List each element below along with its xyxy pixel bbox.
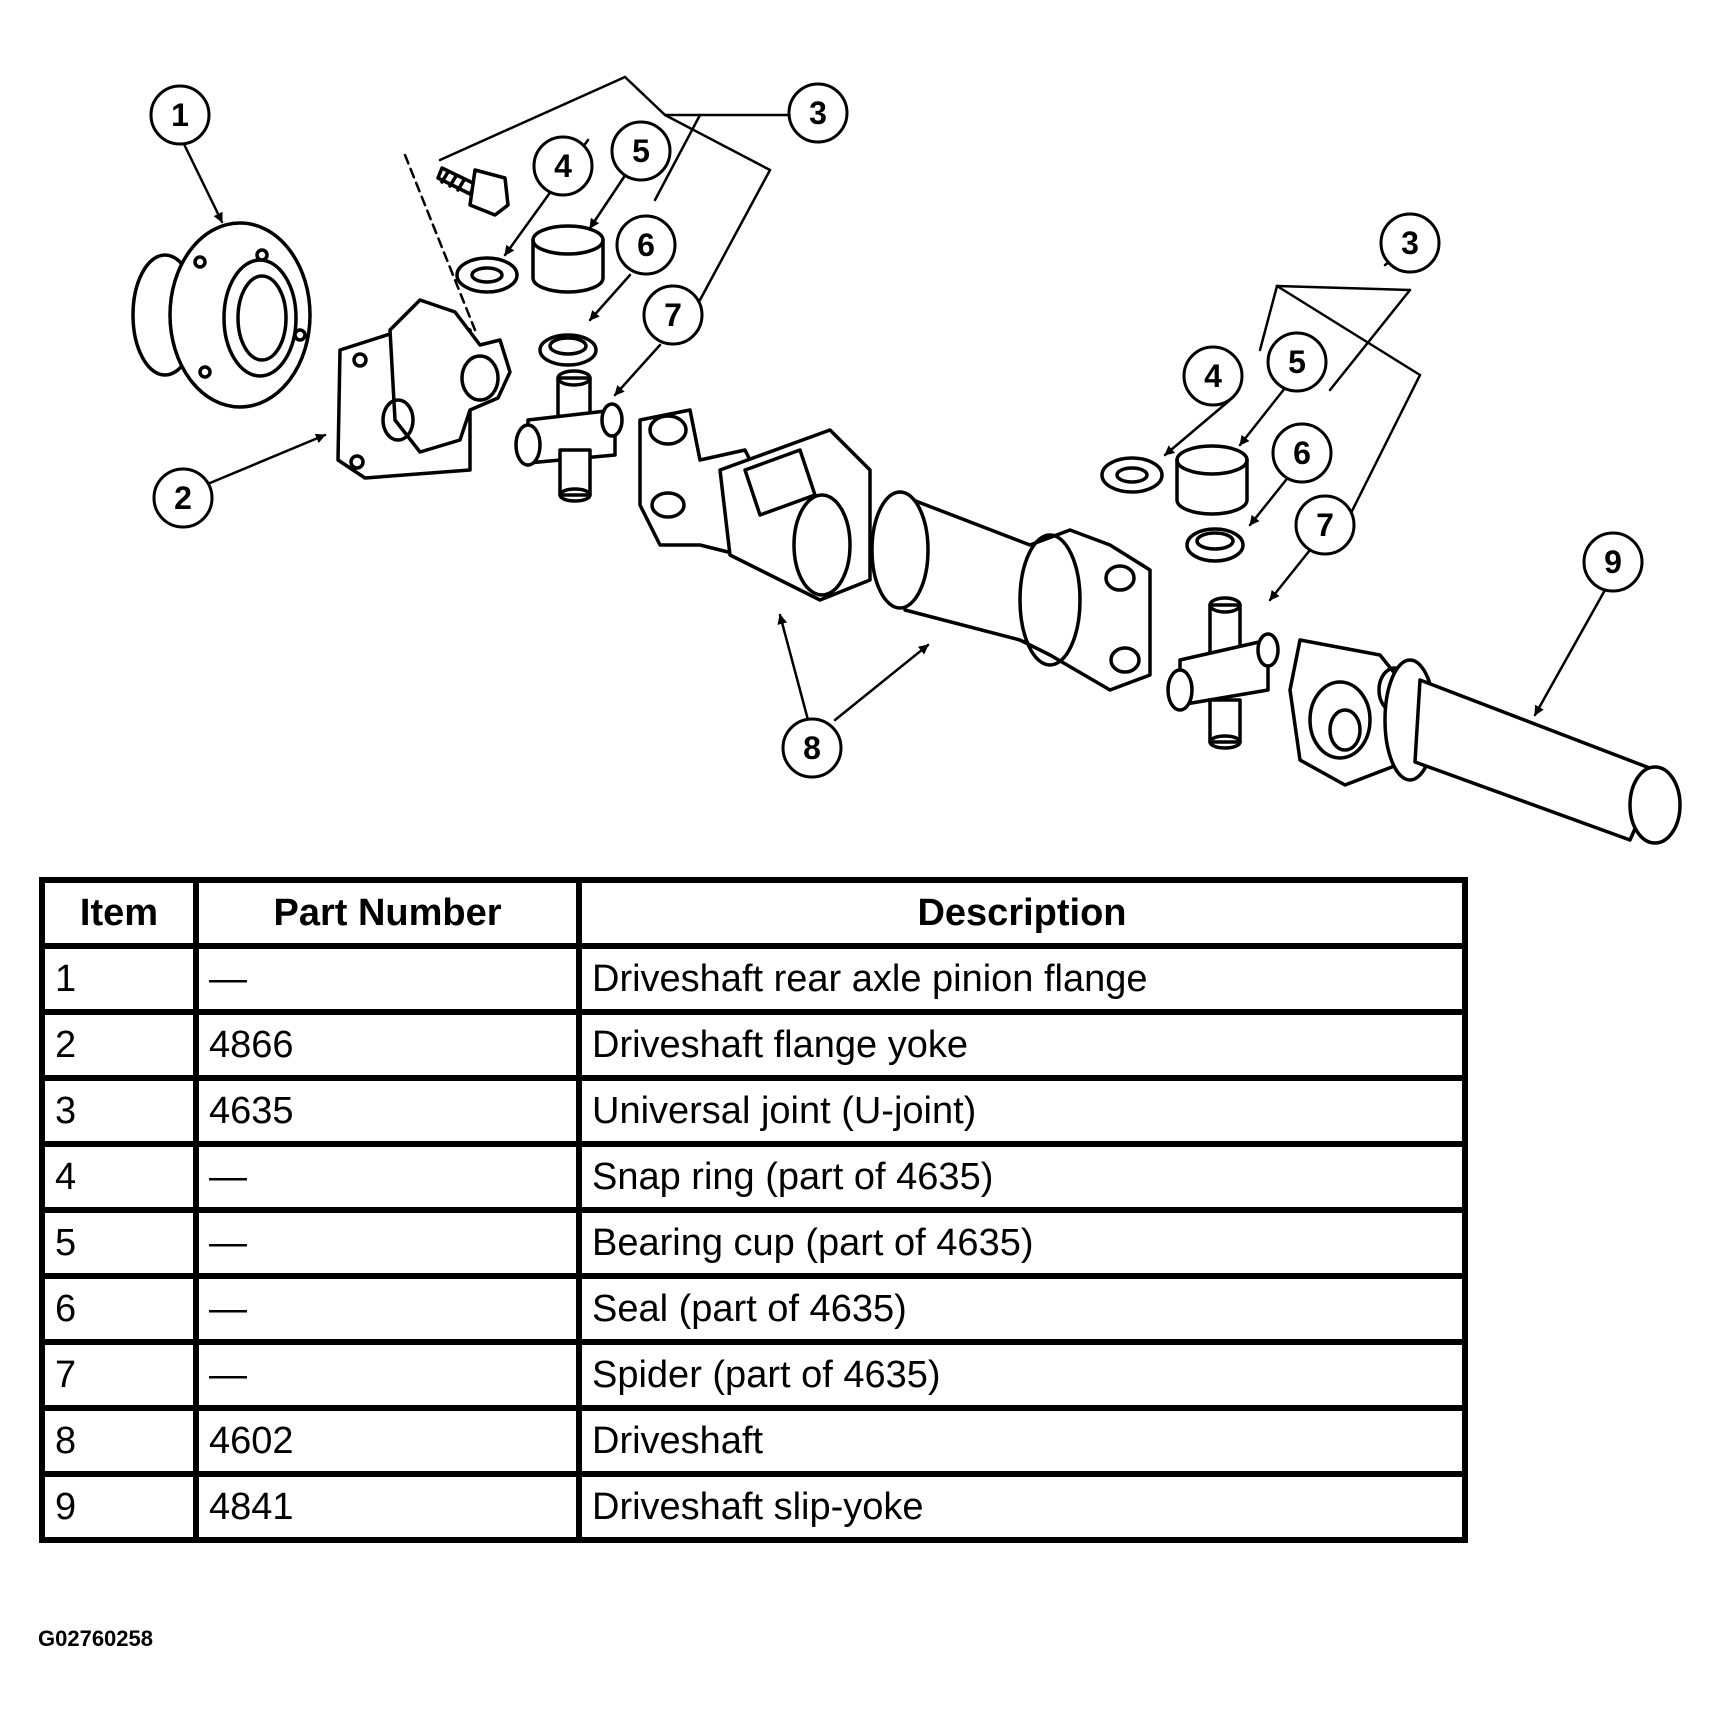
part-number-cell: — (193, 1207, 582, 1279)
driveshaft-rear-section (870, 490, 1152, 692)
part-number-cell: 4841 (193, 1471, 582, 1543)
table-row: 3 4635 Universal joint (U-joint) (39, 1075, 1468, 1147)
pinion-flange-part (131, 221, 312, 409)
callout-circle (1379, 212, 1441, 274)
description-cell: Driveshaft flange yoke (576, 1009, 1468, 1081)
table-row: 4 — Snap ring (part of 4635) (39, 1141, 1468, 1213)
callout-6-right: 6 (1293, 435, 1311, 471)
callout-circle (642, 284, 704, 346)
bearing-cup-left-part (531, 224, 605, 294)
exploded-driveshaft-diagram: 1 2 3 4 5 6 7 3 4 5 6 7 8 9 (131, 75, 1682, 845)
callout-circle (1294, 494, 1356, 556)
header-description: Description (576, 877, 1468, 949)
table-row: 8 4602 Driveshaft (39, 1405, 1468, 1477)
description-cell: Bearing cup (part of 4635) (576, 1207, 1468, 1279)
part-number-cell: 4602 (193, 1405, 582, 1477)
callout-4-left: 4 (554, 148, 572, 184)
callout-circle (1266, 331, 1328, 393)
item-cell: 1 (39, 943, 199, 1015)
snap-ring-right-part (1100, 456, 1164, 494)
table-row: 2 4866 Driveshaft flange yoke (39, 1009, 1468, 1081)
callout-circle (1271, 422, 1333, 484)
spider-left-part (514, 369, 624, 503)
table-row: 1 — Driveshaft rear axle pinion flange (39, 943, 1468, 1015)
callout-circle (152, 467, 214, 529)
part-number-cell: — (193, 1339, 582, 1411)
item-cell: 8 (39, 1405, 199, 1477)
description-cell: Seal (part of 4635) (576, 1273, 1468, 1345)
item-cell: 2 (39, 1009, 199, 1081)
driveshaft-front-section (638, 408, 872, 602)
table-row: 7 — Spider (part of 4635) (39, 1339, 1468, 1411)
callout-circle (532, 135, 594, 197)
callout-3-left: 3 (809, 95, 827, 131)
flange-yoke-part (336, 298, 512, 480)
item-cell: 4 (39, 1141, 199, 1213)
snap-ring-left-part (455, 256, 519, 294)
callout-2: 2 (174, 480, 192, 516)
item-cell: 6 (39, 1273, 199, 1345)
parts-table: Item Part Number Description 1 — Drivesh… (39, 877, 1468, 1543)
part-number-cell: — (193, 1273, 582, 1345)
header-item: Item (39, 877, 199, 949)
description-cell: Spider (part of 4635) (576, 1339, 1468, 1411)
callout-4-right: 4 (1204, 358, 1222, 394)
part-number-cell: 4635 (193, 1075, 582, 1147)
seal-right-part (1185, 527, 1245, 563)
callout-9: 9 (1604, 544, 1622, 580)
callout-circle (781, 717, 843, 779)
callout-8: 8 (803, 730, 821, 766)
item-cell: 7 (39, 1339, 199, 1411)
table-row: 5 — Bearing cup (part of 4635) (39, 1207, 1468, 1279)
callout-circle (615, 214, 677, 276)
bolt-part (436, 166, 510, 217)
item-cell: 9 (39, 1471, 199, 1543)
table-row: 9 4841 Driveshaft slip-yoke (39, 1471, 1468, 1543)
description-cell: Universal joint (U-joint) (576, 1075, 1468, 1147)
callout-7-left: 7 (664, 297, 682, 333)
description-cell: Driveshaft (576, 1405, 1468, 1477)
callout-circle (1582, 531, 1644, 593)
callout-circle (1182, 345, 1244, 407)
item-cell: 3 (39, 1075, 199, 1147)
bearing-cup-right-part (1175, 444, 1249, 516)
part-number-cell: — (193, 1141, 582, 1213)
seal-left-part (538, 333, 598, 367)
description-cell: Driveshaft rear axle pinion flange (576, 943, 1468, 1015)
header-part-number: Part Number (193, 877, 582, 949)
callout-circle (149, 84, 211, 146)
callout-circle (610, 120, 672, 182)
part-number-cell: 4866 (193, 1009, 582, 1081)
description-cell: Driveshaft slip-yoke (576, 1471, 1468, 1543)
callout-1: 1 (171, 97, 189, 133)
callout-circle (787, 82, 849, 144)
callout-6-left: 6 (637, 227, 655, 263)
part-number-cell: — (193, 943, 582, 1015)
callout-7-right: 7 (1316, 507, 1334, 543)
slip-yoke-part (1288, 638, 1682, 845)
callout-5-left: 5 (632, 133, 650, 169)
spider-right-part (1166, 596, 1280, 750)
figure-id: G02760258 (38, 1626, 153, 1651)
callout-3-right: 3 (1401, 225, 1419, 261)
table-row: 6 — Seal (part of 4635) (39, 1273, 1468, 1345)
callout-5-right: 5 (1288, 344, 1306, 380)
description-cell: Snap ring (part of 4635) (576, 1141, 1468, 1213)
item-cell: 5 (39, 1207, 199, 1279)
table-header-row: Item Part Number Description (39, 877, 1468, 949)
